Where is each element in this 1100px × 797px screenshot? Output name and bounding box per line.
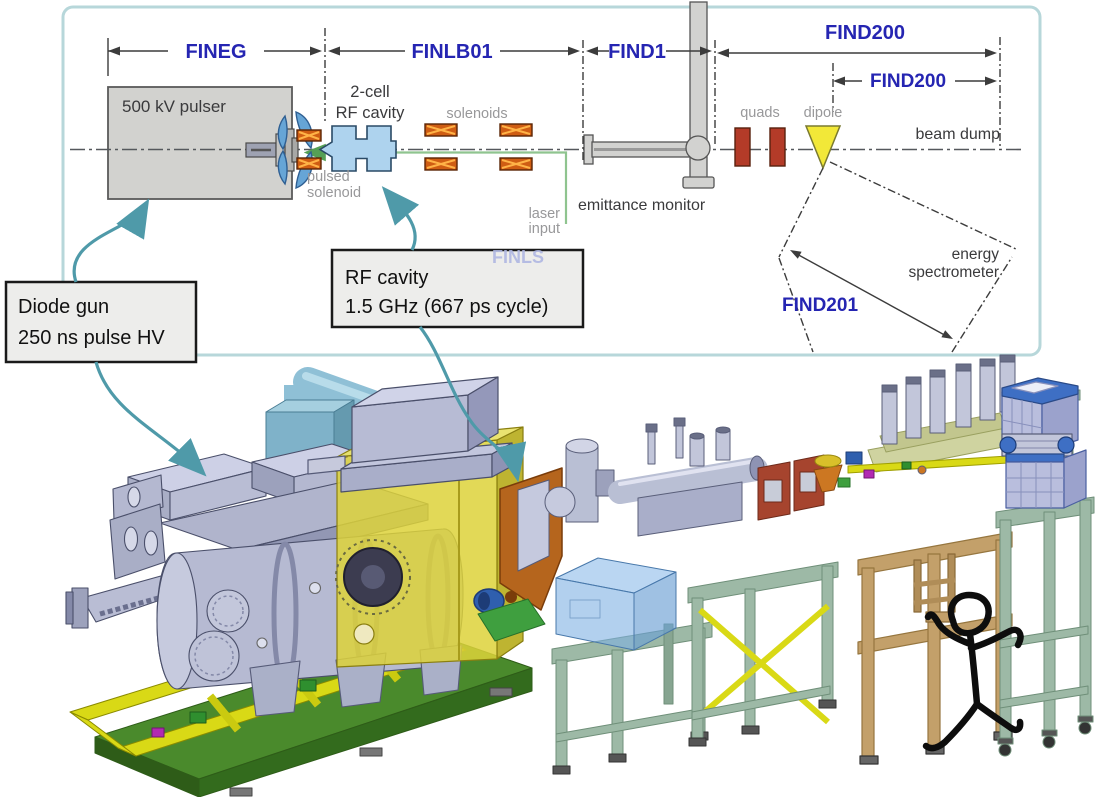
dark-labels: 500 kV pulser 2-cell RF cavity emittance…	[122, 83, 1000, 281]
stick-figure-left-arm	[924, 611, 974, 648]
section-label-find200-inner: FIND200	[870, 71, 946, 92]
solenoids-label: solenoids	[446, 106, 507, 122]
schematic-panel: solenoids pulsed solenoid laser input qu…	[61, 1, 1042, 357]
energy-spectrometer-label-1: energy	[952, 246, 1000, 263]
quad-magnet-2	[769, 127, 786, 167]
schematic-border	[61, 5, 1042, 357]
callout-arrows	[72, 186, 527, 483]
spectrometer-edge-right	[951, 256, 1013, 353]
stick-figure-drawing	[922, 591, 1024, 752]
spectrometer-edge-top	[829, 161, 1019, 251]
stick-figure-left-leg	[922, 700, 981, 752]
section-label-find1: FIND1	[608, 41, 666, 63]
quad-magnet-1	[734, 127, 751, 167]
pulsed-solenoid-label-1: pulsed	[307, 169, 350, 185]
cavity-label-1: 2-cell	[350, 83, 389, 101]
blue-shield-box-3d	[555, 557, 677, 651]
arrow-rf-to-model	[418, 326, 527, 483]
energy-spectrometer-label-2: spectrometer	[909, 264, 999, 281]
section-label-find201: FIND201	[782, 295, 858, 316]
rf-cavity-shape	[318, 125, 397, 172]
section-label-fineg: FINEG	[185, 41, 246, 63]
emittance-monitor-assembly	[583, 1, 715, 189]
laser-input-label-2: input	[529, 221, 560, 237]
emittance-monitor-label: emittance monitor	[578, 197, 706, 214]
pulsed-solenoid-label-2: solenoid	[307, 185, 361, 201]
quad-magnets	[734, 127, 786, 167]
cathode-stalk	[245, 128, 299, 172]
section-label-finls: FINLS	[492, 247, 544, 267]
actuator-frame-3d	[857, 531, 1013, 765]
dimension-arrowheads	[108, 46, 997, 339]
callout-rf-cavity: RF cavity 1.5 GHz (667 ps cycle)	[330, 248, 585, 329]
arrow-diode-to-schematic	[72, 198, 150, 283]
dimension-lines	[107, 28, 1019, 353]
beam-dump-label: beam dump	[916, 126, 1001, 143]
dipole-label: dipole	[804, 105, 843, 121]
spectrometer-fan-left	[778, 167, 824, 258]
callout-rf-cavity-line1: RF cavity	[345, 267, 428, 289]
monitor-pipe-base	[682, 176, 715, 189]
stick-figure-head	[947, 591, 992, 637]
callout-rf-cavity-line2: 1.5 GHz (667 ps cycle)	[345, 296, 548, 318]
storage-crates-3d	[999, 377, 1087, 509]
stick-figure-right-arm	[967, 626, 1024, 652]
quads-label: quads	[740, 105, 780, 121]
callout-diode-gun-box	[4, 280, 198, 364]
arrow-rf-to-schematic	[381, 186, 420, 251]
stick-figure-torso	[966, 630, 981, 708]
cad-model-3d	[65, 354, 1095, 797]
laser-input-label-1: laser	[529, 206, 561, 222]
section-labels: FINEG FINLB01 FIND1 FIND200 FIND200 FIND…	[185, 22, 946, 316]
dipole-magnet	[804, 125, 842, 170]
stick-figure-right-leg	[973, 700, 1024, 733]
callout-diode-gun-line1: Diode gun	[18, 296, 109, 318]
pulser-label: 500 kV pulser	[122, 97, 226, 116]
callout-diode-gun-line2: 250 ns pulse HV	[18, 327, 165, 349]
callout-diode-gun: Diode gun 250 ns pulse HV	[4, 280, 198, 364]
arrow-diode-to-model	[94, 361, 207, 477]
find201-dimension-arrow	[794, 252, 951, 339]
section-label-finlb01: FINLB01	[411, 41, 492, 63]
muted-labels: solenoids pulsed solenoid laser input qu…	[307, 105, 842, 237]
beamline-equipment-3d	[544, 354, 1016, 537]
rf-enclosure-3d	[307, 376, 524, 668]
section-label-find200-top: FIND200	[825, 22, 905, 44]
monitor-beam-chamber	[685, 135, 711, 161]
callout-rf-cavity-box	[330, 248, 585, 329]
cavity-label-2: RF cavity	[336, 104, 406, 122]
solenoid-x-marks	[298, 125, 531, 169]
beamline-tables-3d	[551, 561, 839, 775]
spectrometer-edge-left	[778, 257, 814, 353]
